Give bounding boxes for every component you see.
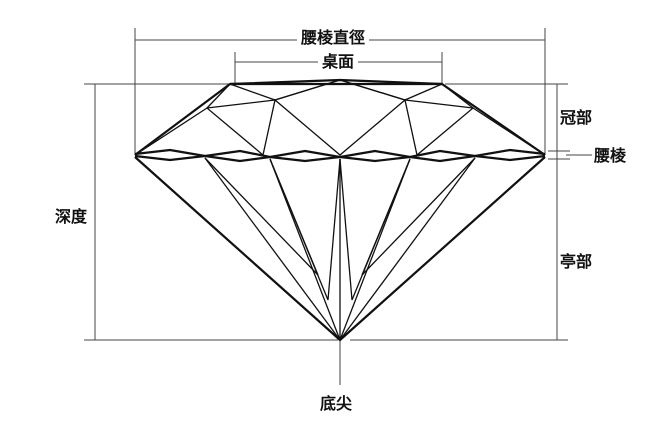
crown-label: 冠部 <box>560 108 593 128</box>
crown-pavilion-dimension <box>350 83 592 341</box>
culet-label: 底尖 <box>320 394 353 414</box>
depth-dimension <box>84 83 338 341</box>
girdle-diameter-label: 腰棱直徑 <box>297 28 370 48</box>
pavilion-label: 亭部 <box>560 252 593 272</box>
depth-label: 深度 <box>55 207 88 227</box>
diamond-girdle <box>134 148 546 163</box>
diamond-crown <box>134 78 546 157</box>
girdle-label: 腰棱 <box>594 146 627 166</box>
diamond-pavilion <box>134 156 546 342</box>
table-label: 桌面 <box>318 52 359 72</box>
